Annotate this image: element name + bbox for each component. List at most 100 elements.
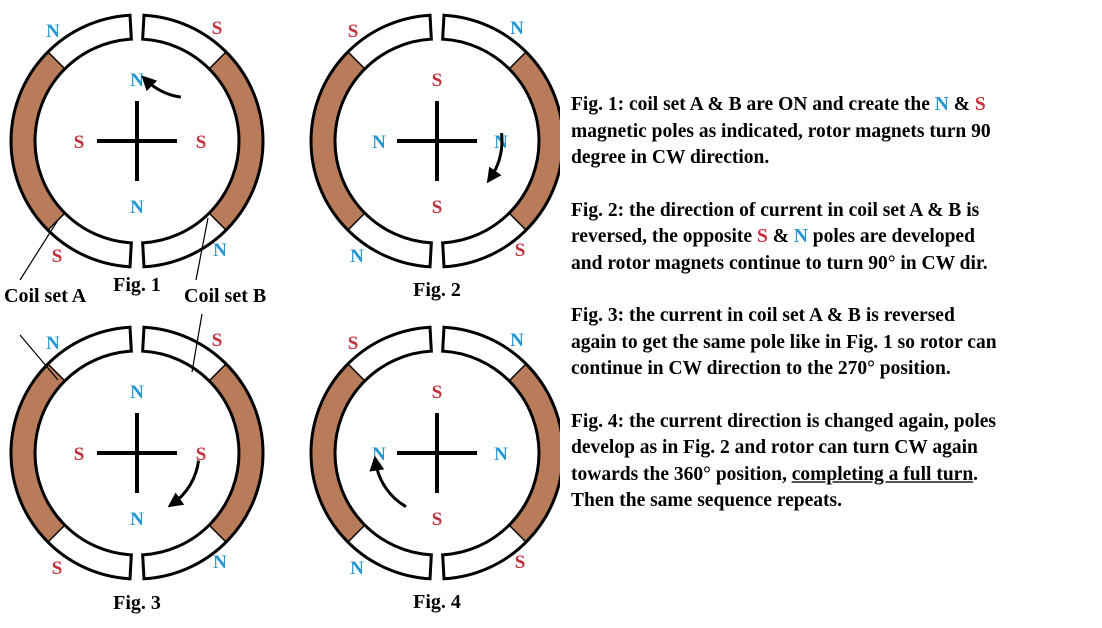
stator-pole-tr: S xyxy=(212,18,223,39)
rotor-pole-bottom: S xyxy=(432,509,443,530)
coil-edge xyxy=(208,51,227,70)
stator-pole-bl: S xyxy=(52,246,63,267)
stator-pole-bl: S xyxy=(52,558,63,579)
caption-fig2-line2: reversed, the opposite S & N poles are d… xyxy=(571,226,975,247)
coil-winding xyxy=(209,363,264,543)
caption-fig3-line2: again to get the same pole like in Fig. … xyxy=(571,331,997,353)
caption-fig3: Fig. 3: the current in coil set A & B is… xyxy=(571,303,1101,383)
rotor-pole-right: N xyxy=(494,444,508,465)
figure-1: N N S S N S S N Fig. 1 xyxy=(9,13,265,296)
coil-edge xyxy=(508,51,527,70)
rotation-arrow-cw xyxy=(141,75,182,99)
coil-edge xyxy=(47,524,66,543)
north-word: N xyxy=(934,94,949,115)
coil-a-leader-lower xyxy=(19,334,59,381)
coil-winding xyxy=(310,51,365,231)
coil-edge xyxy=(47,51,66,70)
caption-fig1-line1: Fig. 1: coil set A & B are ON and create… xyxy=(571,94,986,115)
stator-right xyxy=(141,13,265,269)
coil-edge xyxy=(347,212,366,231)
stator-pole-tl: S xyxy=(348,333,359,354)
caption-fig4-line1: Fig. 4: the current direction is changed… xyxy=(571,410,997,432)
north-word: N xyxy=(793,226,808,247)
rotor-pole-top: S xyxy=(432,70,443,91)
rotor-pole-left: S xyxy=(74,132,85,153)
rotor-pole-bottom: S xyxy=(432,197,443,218)
stator-pole-tl: N xyxy=(46,21,60,42)
stator-pole-br: S xyxy=(515,240,526,261)
stator-pole-br: S xyxy=(515,552,526,573)
stator-left xyxy=(9,13,133,269)
caption-fig4-line4: Then the same sequence repeats. xyxy=(571,490,842,511)
figure-label: Fig. 3 xyxy=(113,592,161,614)
rotor-pole-left: S xyxy=(74,444,85,465)
caption-fig2: Fig. 2: the direction of current in coil… xyxy=(571,198,1101,278)
coil-b-leader-upper xyxy=(195,217,209,281)
coil-winding xyxy=(509,51,560,231)
caption-fig2-line1: Fig. 2: the direction of current in coil… xyxy=(571,199,980,221)
caption-fig1-line3: degree in CW direction. xyxy=(571,147,770,168)
south-word: S xyxy=(974,94,986,115)
coil-a-leader-upper xyxy=(19,219,59,281)
south-word: S xyxy=(756,226,768,247)
coil-winding xyxy=(509,363,560,543)
rotor-pole-top: N xyxy=(130,382,144,403)
captions-panel: Fig. 1: coil set A & B are ON and create… xyxy=(571,92,1101,515)
coil-edge xyxy=(508,363,527,382)
underlined-phrase: completing a full turn xyxy=(791,463,974,485)
figure-label: Fig. 4 xyxy=(413,591,461,613)
rotation-arrow-cw xyxy=(486,132,504,184)
rotor-pole-left: N xyxy=(372,132,386,153)
stator-pole-tl: S xyxy=(348,21,359,42)
rotation-arrow-cw xyxy=(167,460,201,508)
stator-left xyxy=(309,325,433,581)
coil-b-leader-lower xyxy=(191,313,203,373)
caption-fig3-line3: continue in CW direction to the 270° pos… xyxy=(571,358,951,379)
coil-winding xyxy=(10,51,65,231)
coil-set-a-label: Coil set A xyxy=(4,285,87,307)
coil-edge xyxy=(208,212,227,231)
stator-pole-tr: N xyxy=(510,330,524,351)
stator-pole-tl: N xyxy=(46,333,60,354)
stator-pole-bl: N xyxy=(350,246,364,267)
coil-edge xyxy=(208,524,227,543)
coil-winding xyxy=(310,363,365,543)
rotation-arrow-cw xyxy=(369,455,407,508)
motor-diagram: N N S S N S S N Fig. 1 S S N N S N N S Fig. 2 N N S S N S S N Fig.… xyxy=(4,13,560,614)
coil-set-b-label: Coil set B xyxy=(184,285,266,307)
stator-right xyxy=(441,13,560,269)
coil-winding xyxy=(10,363,65,543)
stator-left xyxy=(9,325,133,581)
stator-right xyxy=(141,325,265,581)
rotor-pole-top: S xyxy=(432,382,443,403)
coil-edge xyxy=(508,212,527,231)
figure-label: Fig. 1 xyxy=(113,274,161,296)
stator-right xyxy=(441,325,560,581)
caption-fig3-line1: Fig. 3: the current in coil set A & B is… xyxy=(571,305,955,326)
caption-fig4-line3: towards the 360° position, completing a … xyxy=(571,463,979,485)
caption-fig2-line3: and rotor magnets continue to turn 90° i… xyxy=(571,252,988,274)
stator-pole-br: N xyxy=(213,552,227,573)
rotor-pole-right: S xyxy=(196,132,207,153)
stator-pole-bl: N xyxy=(350,558,364,579)
caption-fig1: Fig. 1: coil set A & B are ON and create… xyxy=(571,92,1101,172)
coil-edge xyxy=(47,363,66,382)
stator-left xyxy=(309,13,433,269)
figure-3: N N S S N S S N Fig. 3 xyxy=(9,325,265,614)
caption-fig4-line2: develop as in Fig. 2 and rotor can turn … xyxy=(571,437,978,458)
stator-pole-tr: N xyxy=(510,18,524,39)
coil-winding xyxy=(209,51,264,231)
coil-edge xyxy=(347,363,366,382)
stator-pole-br: N xyxy=(213,240,227,261)
rotor-pole-top: N xyxy=(130,70,144,91)
stator-pole-tr: S xyxy=(212,330,223,351)
figure-label: Fig. 2 xyxy=(413,279,461,301)
caption-fig4: Fig. 4: the current direction is changed… xyxy=(571,409,1101,515)
rotor-pole-bottom: N xyxy=(130,197,144,218)
coil-edge xyxy=(508,524,527,543)
rotor-pole-bottom: N xyxy=(130,509,144,530)
coil-edge xyxy=(208,363,227,382)
rotor-pole-right: S xyxy=(196,444,207,465)
